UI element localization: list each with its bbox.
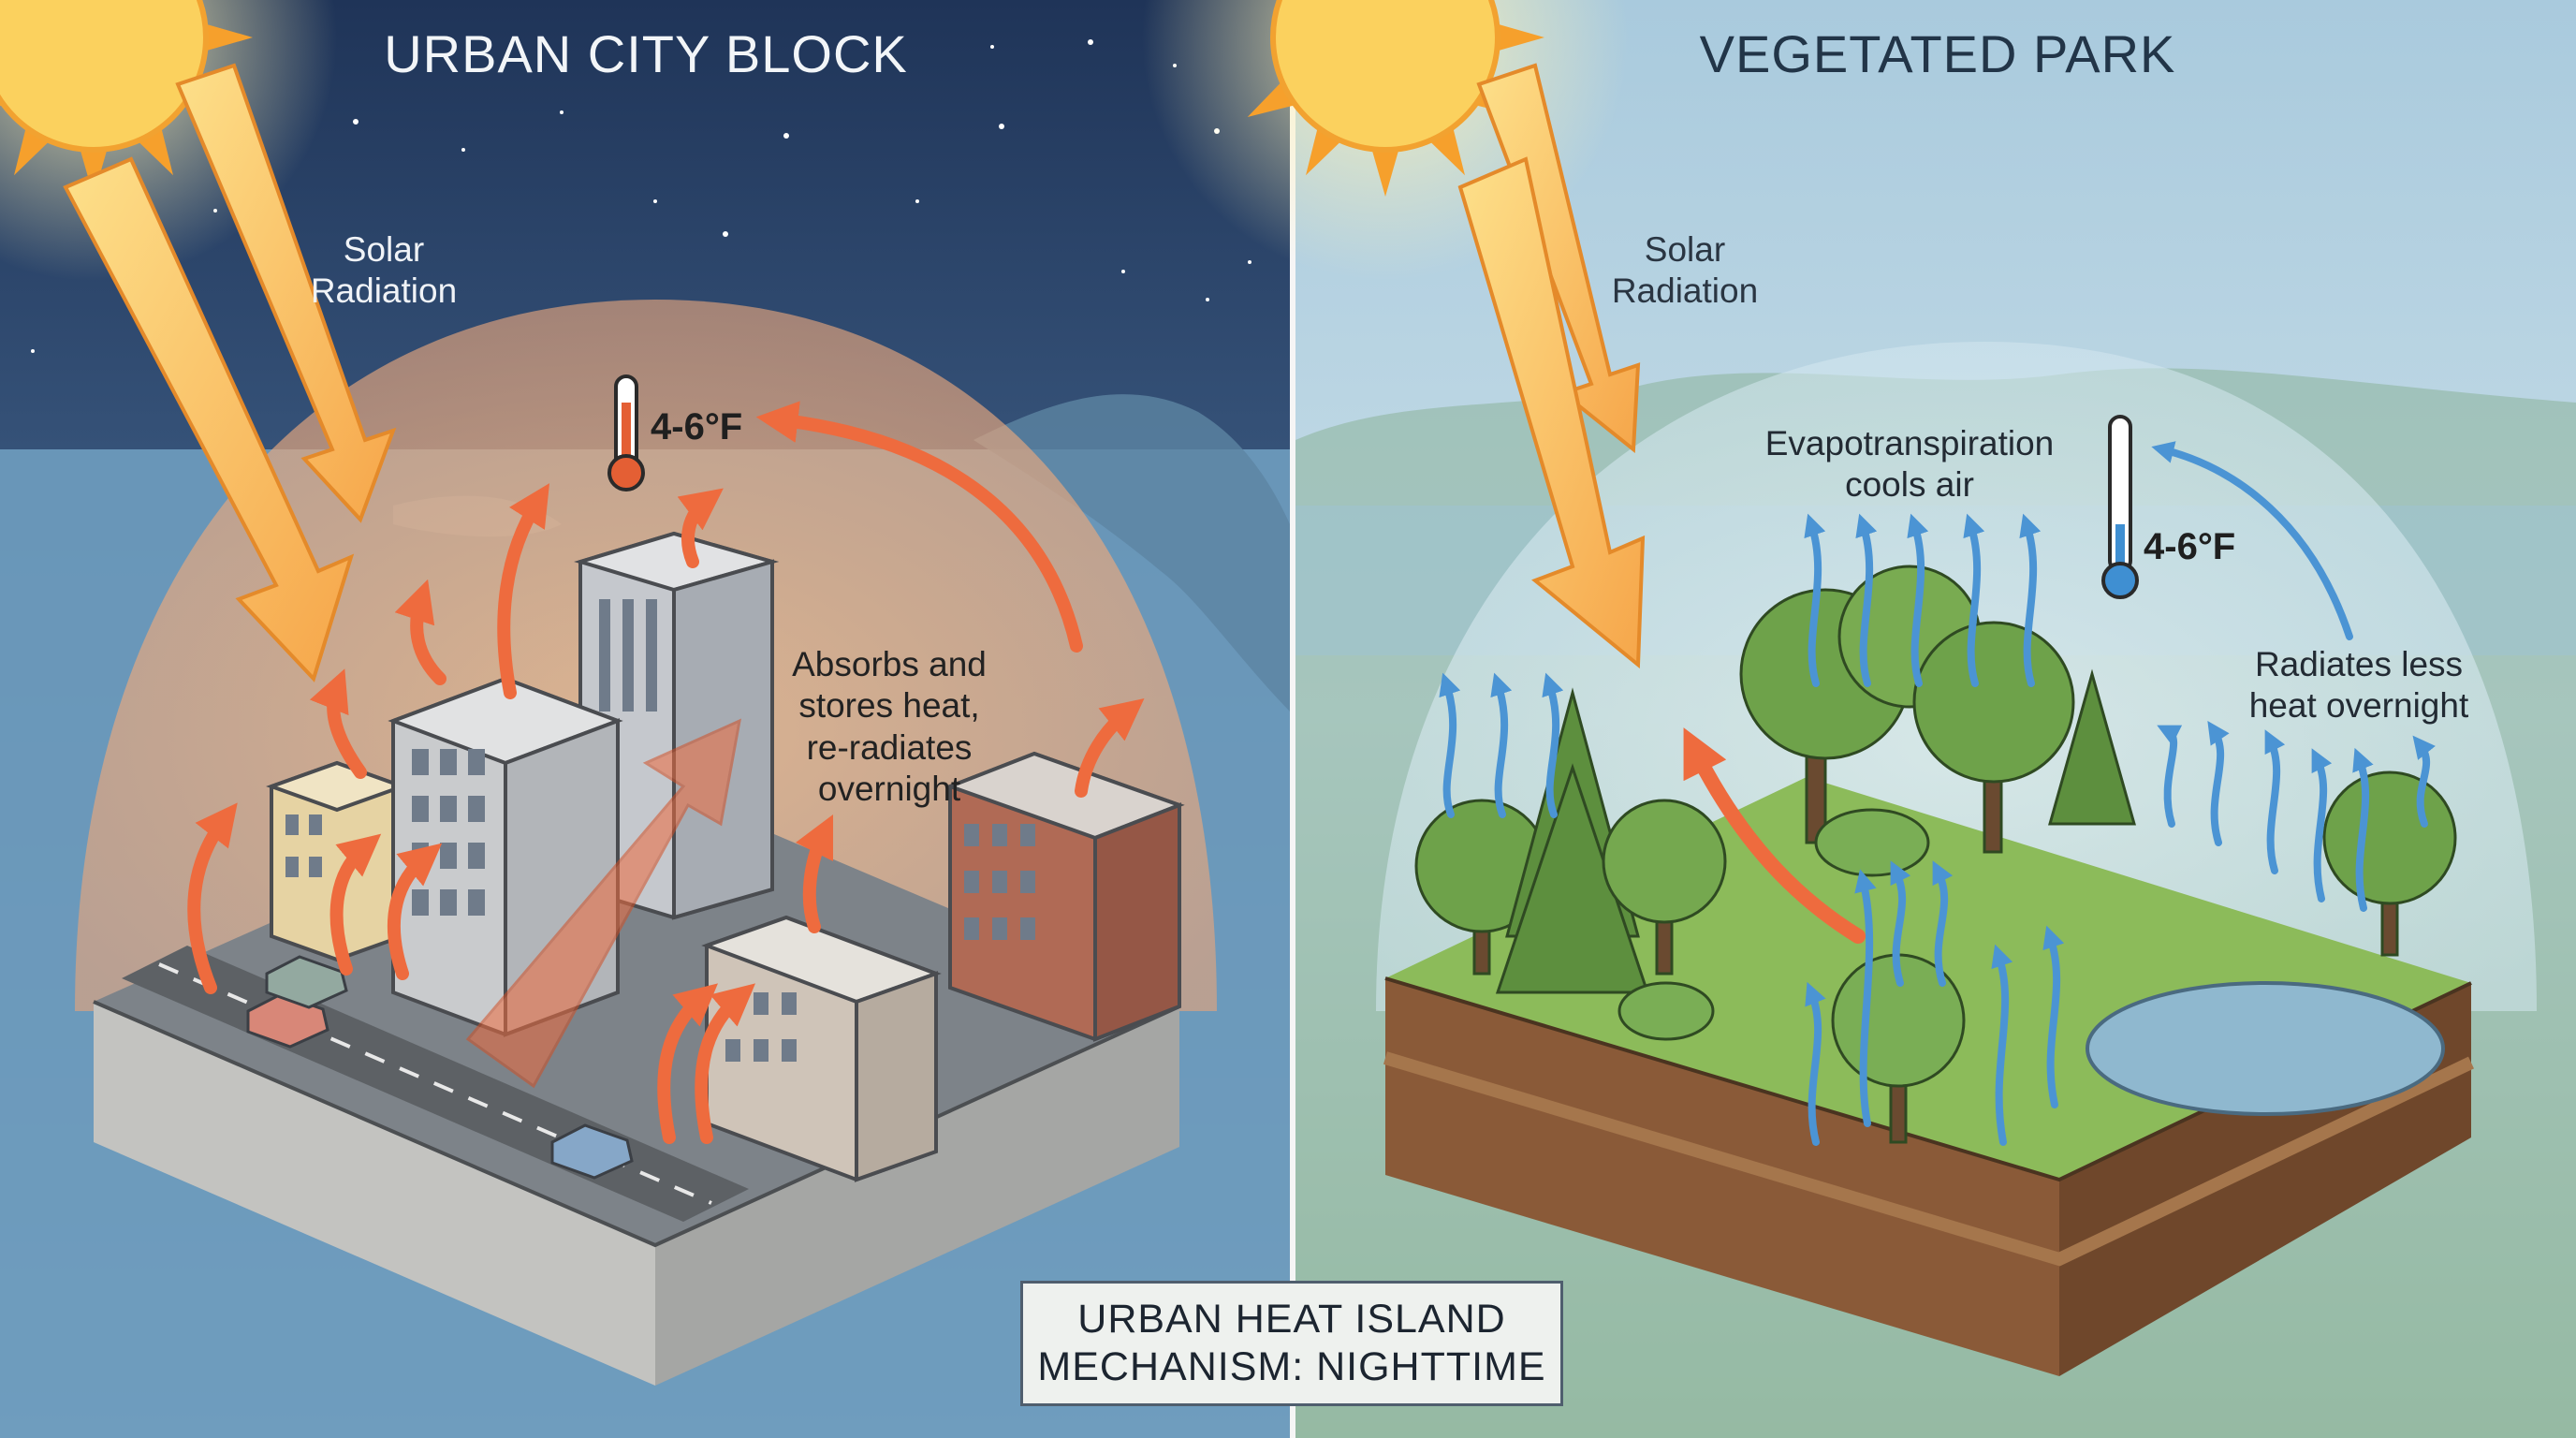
panel-divider — [1290, 0, 1295, 1438]
park-solar-label: Solar Radiation — [1591, 229, 1778, 313]
urban-panel — [0, 0, 1290, 1438]
diagram-caption: URBAN HEAT ISLAND MECHANISM: NIGHTTIME — [1020, 1281, 1563, 1406]
thermometer-cool-icon — [2101, 415, 2139, 599]
caption-line1: URBAN HEAT ISLAND — [1077, 1297, 1506, 1343]
urban-note-line4: overnight — [817, 770, 961, 809]
urban-panel-title: URBAN CITY BLOCK — [384, 24, 908, 83]
park-note-line1: Radiates less — [2254, 645, 2464, 683]
solar-radiation-arrows — [1457, 63, 1646, 669]
park-solar-label-line2: Radiation — [1611, 271, 1759, 311]
urban-solar-label-line1: Solar — [343, 230, 425, 269]
urban-note-line3: re-radiates — [806, 727, 973, 767]
urban-heat-note: Absorbs and stores heat, re-radiates ove… — [768, 644, 1011, 811]
evap-line2: cools air — [1845, 465, 1974, 505]
park-heat-note: Radiates less heat overnight — [2223, 644, 2495, 727]
park-panel-title: VEGETATED PARK — [1699, 24, 2176, 83]
thermometer-hot-icon — [607, 374, 645, 492]
residual-heat-arrow — [1683, 727, 1866, 944]
park-temperature: 4-6°F — [2144, 526, 2236, 567]
park-panel — [1142, 0, 2576, 1438]
stored-heat-arrow — [465, 718, 741, 1089]
evap-line1: Evapotranspiration — [1764, 424, 2055, 462]
evapotranspiration-arrows — [1439, 441, 2436, 1146]
urban-solar-label-line2: Radiation — [310, 271, 458, 311]
evapotranspiration-label: Evapotranspiration cools air — [1741, 423, 2078, 506]
pond — [2086, 981, 2445, 1116]
urban-note-line2: stores heat, — [798, 686, 980, 726]
city-buildings — [266, 531, 1185, 1182]
urban-solar-label: Solar Radiation — [290, 229, 477, 313]
urban-temperature: 4-6°F — [651, 406, 743, 448]
car-icon — [246, 955, 634, 1180]
solar-radiation-arrows — [63, 63, 397, 682]
heat-radiation-arrows — [187, 401, 1145, 1144]
caption-line2: MECHANISM: NIGHTTIME — [1037, 1344, 1546, 1389]
building-windows — [285, 599, 1035, 1062]
park-note-line2: heat overnight — [2248, 686, 2469, 726]
park-solar-label-line1: Solar — [1644, 230, 1726, 269]
urban-note-line1: Absorbs and — [792, 645, 987, 683]
